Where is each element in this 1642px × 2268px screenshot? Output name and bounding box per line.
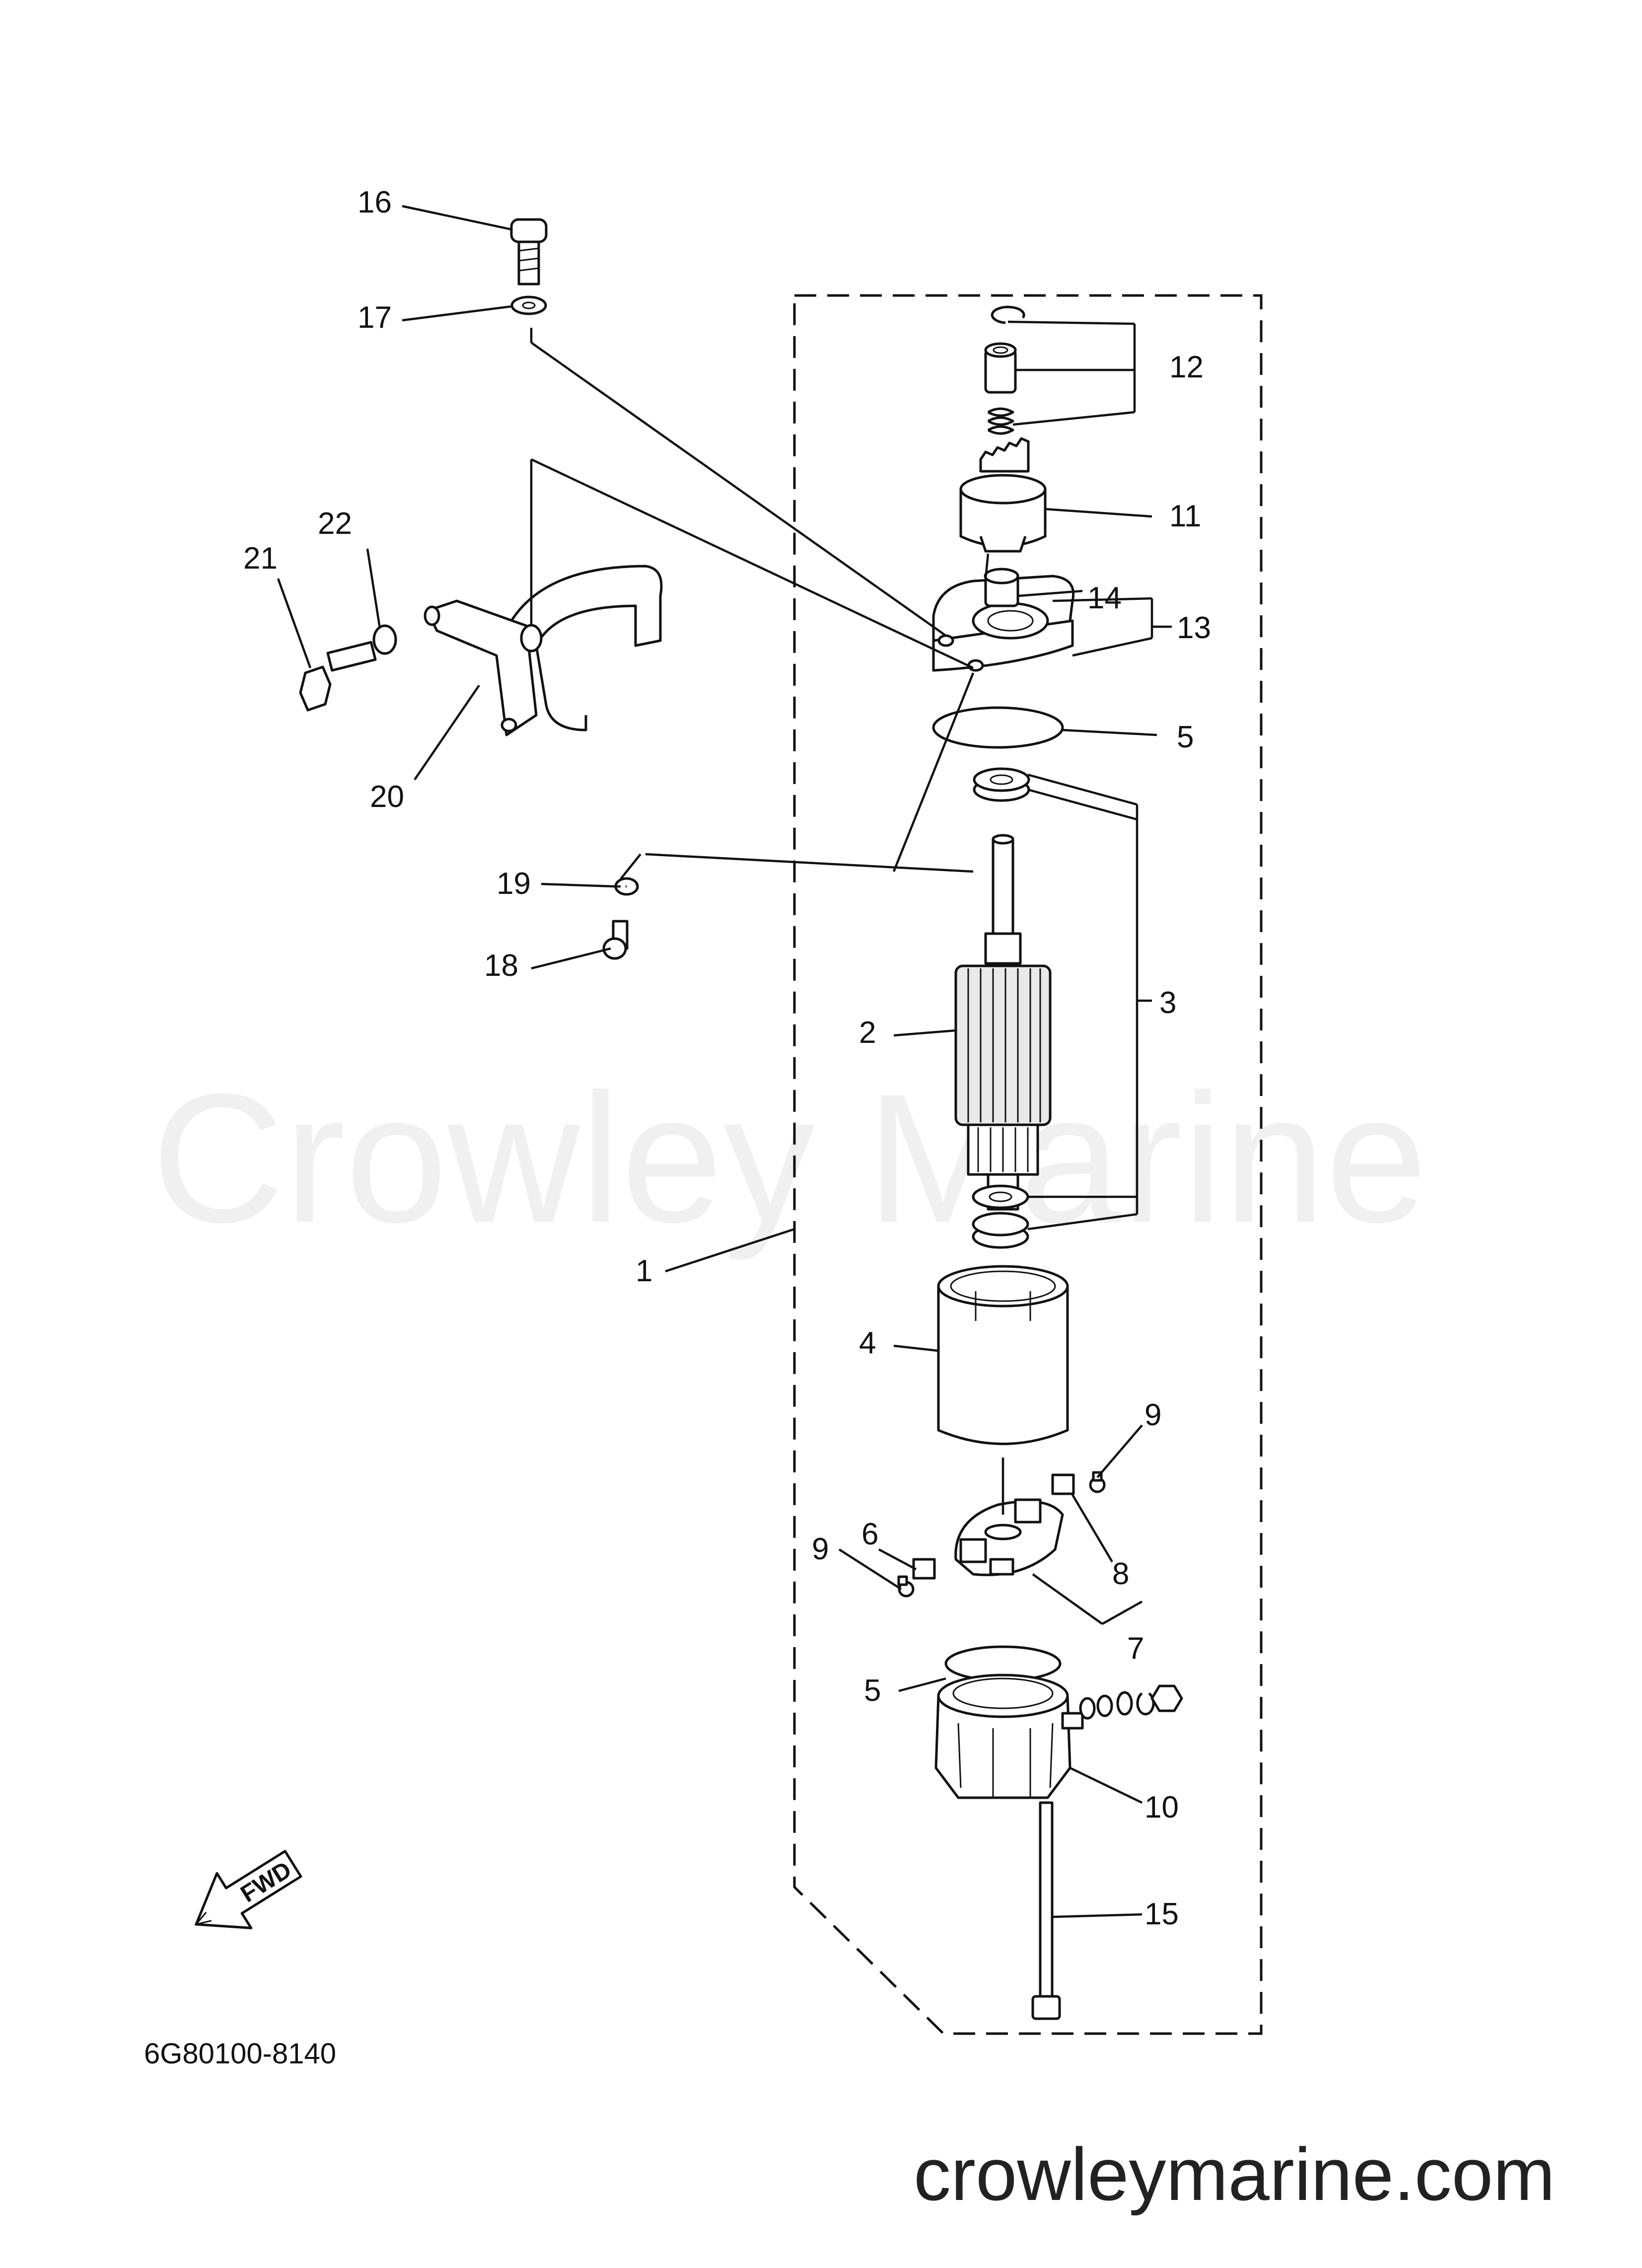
part-15-through-bolt	[1031, 1801, 1061, 2020]
callout-7: 7	[1127, 1631, 1144, 1666]
part-6-brush	[912, 1558, 936, 1580]
callout-6: 6	[861, 1517, 878, 1551]
callout-5-upper: 5	[1177, 720, 1194, 754]
callout-12: 12	[1169, 350, 1204, 384]
part-3-washer-set-bottom	[972, 1184, 1029, 1249]
callout-2: 2	[859, 1016, 876, 1050]
part-20-bracket	[424, 565, 663, 736]
part-17-washer	[510, 295, 547, 315]
part-terminal-nut-set	[1079, 1684, 1183, 1720]
part-13-front-bracket	[932, 575, 1075, 672]
callout-22: 22	[318, 507, 352, 541]
callout-labels: 16 17 12 11 14 12 12 12 12 14 11 13 5 3 …	[243, 185, 1211, 1931]
callout-9-left: 9	[812, 1532, 829, 1566]
part-10-rear-cover	[934, 1674, 1084, 1799]
part-5-o-ring-upper	[932, 706, 1064, 749]
callout-20: 20	[370, 780, 404, 814]
part-4-yoke	[937, 1265, 1069, 1445]
part-21-bolt	[299, 641, 377, 712]
callout-10: 10	[1144, 1790, 1179, 1825]
callout-9-right: 9	[1144, 1398, 1161, 1432]
callout-15: 15	[1144, 1897, 1179, 1931]
callout-8: 8	[1112, 1557, 1129, 1591]
diagram-code: 6G80100-8140	[144, 2038, 336, 2070]
part-11-pinion	[959, 437, 1047, 553]
assembly-boundary	[793, 294, 1263, 2035]
watermark: Crowley Marine	[151, 1056, 1428, 1262]
callout-14-display: 14	[1087, 581, 1122, 615]
part-3-washer-set-top	[973, 767, 1030, 802]
callout-17: 17	[357, 300, 392, 335]
part-14-bushing	[984, 568, 1019, 607]
part-2-armature	[954, 834, 1052, 1211]
part-22-washer	[372, 624, 397, 655]
callout-21: 21	[243, 541, 278, 576]
part-9-screw-left	[897, 1575, 915, 1598]
callout-4: 4	[859, 1326, 876, 1360]
part-7-brush-holder	[954, 1498, 1064, 1576]
part-12-stop-ring-set	[984, 305, 1025, 435]
callout-3: 3	[1159, 986, 1176, 1020]
leader-lines	[277, 205, 1172, 1918]
callout-16: 16	[357, 185, 392, 219]
fwd-arrow: FWD	[194, 1850, 302, 1929]
website-url: crowleymarine.com	[914, 2132, 1555, 2216]
callout-1: 1	[636, 1254, 652, 1288]
callout-5-lower: 5	[864, 1674, 881, 1708]
callout-11: 11	[1169, 499, 1201, 533]
part-8-brush	[1051, 1473, 1075, 1495]
part-9-screw-right	[1089, 1471, 1106, 1493]
part-16-bolt	[510, 218, 548, 286]
part-18-screw	[602, 920, 629, 960]
callout-19: 19	[497, 867, 531, 901]
callout-18: 18	[484, 949, 518, 983]
callout-13-display: 13	[1177, 611, 1211, 645]
